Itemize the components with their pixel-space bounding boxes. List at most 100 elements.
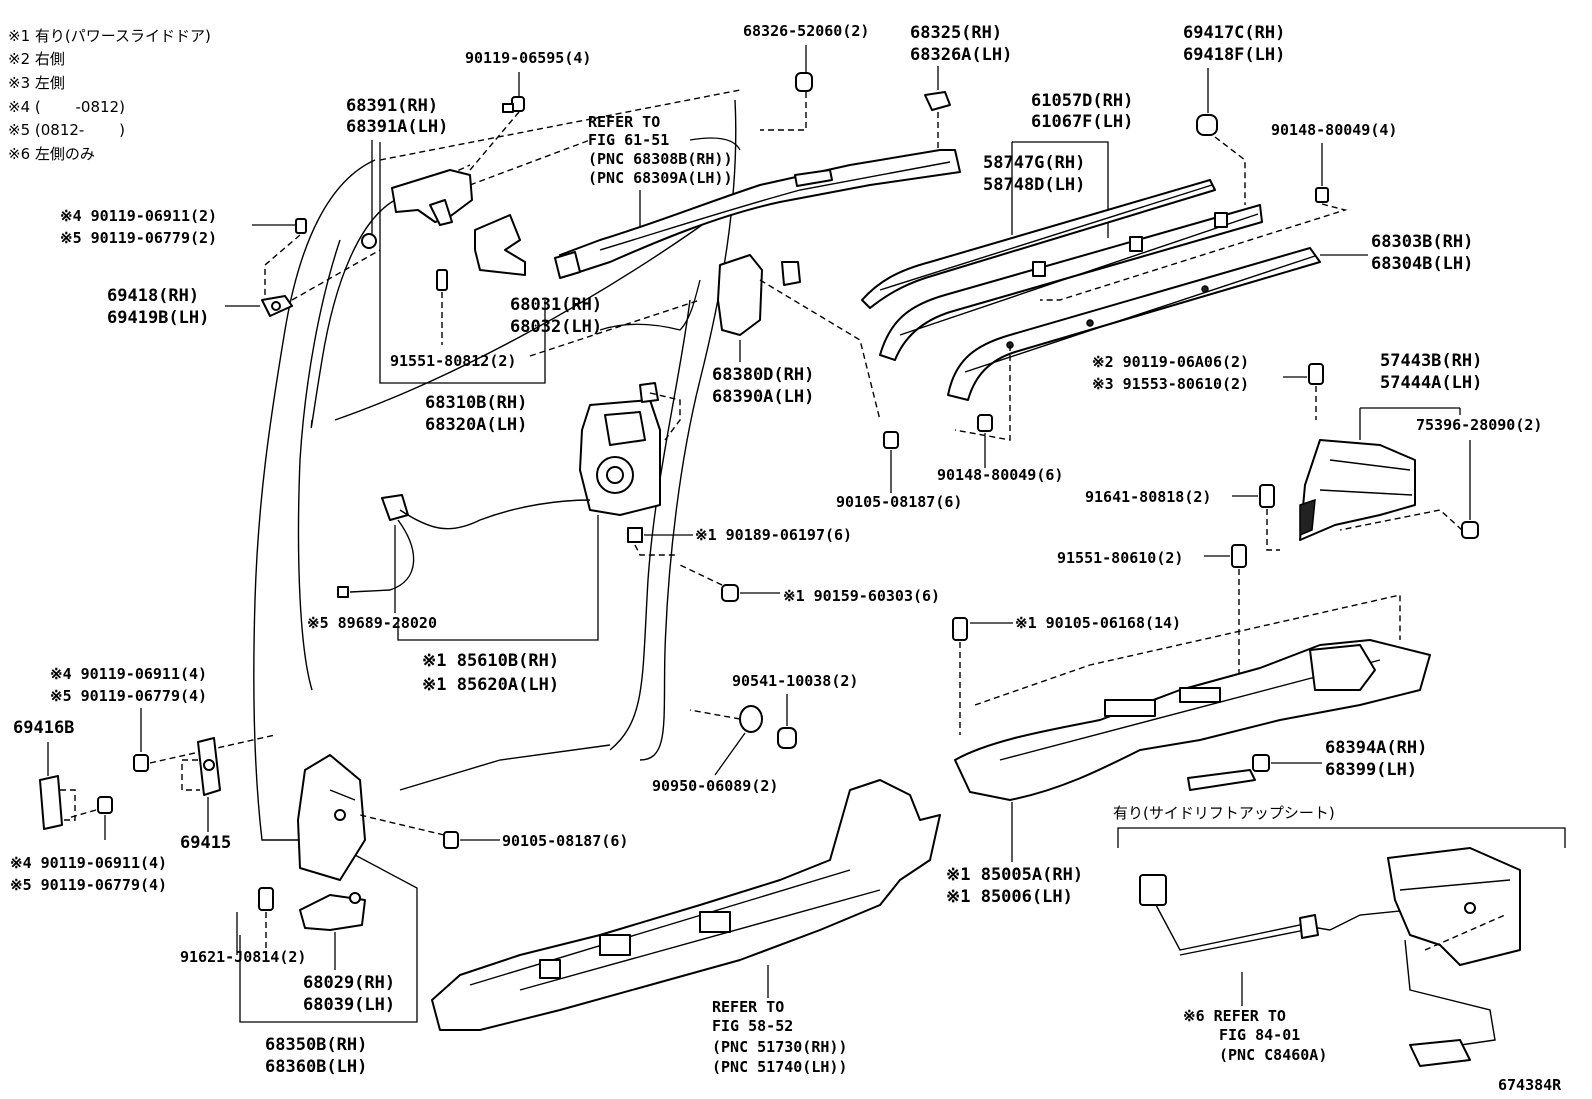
rail-61057d [879,204,1263,361]
label-90541: 90541-10038(2) [732,672,858,690]
label-91641: 91641-80818(2) [1085,488,1211,506]
bolt-90119-06a06 [1308,363,1324,385]
floor-panel-85005a [954,594,1431,801]
label-68326a: 68326A(LH) [910,45,1012,65]
label-68350b: 68350B(RH) [265,1035,367,1055]
label-75396: 75396-28090(2) [1416,416,1542,434]
seat-harness-assembly [1139,847,1521,1067]
bolt-90119-06911-mid [133,754,149,772]
label-69418: 69418(RH) [107,286,199,306]
label-68326-52060: 68326-52060(2) [743,22,869,40]
legend-notes: ※1 有り(パワースライドドア) ※2 右側 ※3 左側 ※4 ( -0812)… [8,27,211,163]
label-68031: 68031(RH) [510,295,602,315]
label-69417c: 69417C(RH) [1183,23,1285,43]
label-5-89689: ※5 89689-28020 [307,614,437,632]
nut-90159 [721,584,739,602]
door-outline [253,89,741,841]
label-68029: 68029(RH) [303,973,395,993]
bolt-91551-80610 [1231,544,1247,568]
label-1-85006: ※1 85006(LH) [946,887,1073,907]
bolt-90105-06168 [952,617,968,641]
label-58748d: 58748D(LH) [983,175,1085,195]
label-1-90159: ※1 90159-60303(6) [783,587,940,605]
label-91621: 91621-J0814(2) [180,948,306,966]
bolt-91551-80812 [436,269,448,291]
label-4-06911-low: ※4 90119-06911(4) [10,854,167,872]
roller-68326-52060 [795,72,813,92]
label-90148-80049-mid: 90148-80049(6) [937,466,1063,484]
label-90119-06595: 90119-06595(4) [465,49,591,67]
screw-90148-top [1315,187,1329,203]
weatherstrip-58747g [861,179,1216,309]
screw-90148-mid [977,414,993,432]
label-68394a: 68394A(RH) [1325,738,1427,758]
label-1-90105-06168: ※1 90105-06168(14) [1015,614,1181,632]
label-1-90189: ※1 90189-06197(6) [695,526,852,544]
bracket-68394a [1187,754,1270,791]
striker-69415 [181,737,221,796]
note-5: ※5 (0812- ) [8,121,125,139]
sensor-cable-89689 [337,494,591,598]
label-91551-80610: 91551-80610(2) [1057,549,1183,567]
label-seat-option: 有り(サイドリフトアップシート) [1113,804,1335,822]
label-refer84-1: ※6 REFER TO [1183,1007,1286,1025]
figure-id: 674384R [1498,1076,1562,1094]
label-68320a: 68320A(LH) [425,415,527,435]
label-90105-08187-low: 90105-08187(6) [502,832,628,850]
bracket-57443b [1299,439,1416,541]
bolt-90119-06911-low [97,796,113,814]
label-61057d: 61057D(RH) [1031,91,1133,111]
lower-rail-68303b [947,247,1321,401]
label-68391: 68391(RH) [346,96,438,116]
label-68325: 68325(RH) [910,23,1002,43]
label-refer58-1: REFER TO [712,998,784,1016]
label-68399: 68399(LH) [1325,760,1417,780]
label-57443b: 57443B(RH) [1380,351,1482,371]
label-refer61-1: REFER TO [588,113,660,131]
bracket-68029 [299,892,366,931]
label-68380d: 68380D(RH) [712,365,814,385]
label-4-06911-top: ※4 90119-06911(2) [60,207,217,225]
bolt-90119-06911-top [295,218,307,234]
bumper-69417c [1196,114,1218,136]
bolt-91621 [258,887,274,911]
label-90105-08187-mid: 90105-08187(6) [836,493,962,511]
label-69418f: 69418F(LH) [1183,45,1285,65]
bumper-69418 [261,295,293,317]
label-68360b: 68360B(LH) [265,1057,367,1077]
plate-69416b [39,775,76,830]
label-refer84-3: (PNC C8460A) [1219,1046,1327,1064]
label-57444a: 57444A(LH) [1380,373,1482,393]
upper-hinge-bracket [361,169,473,249]
label-refer61-2: FIG 61-51 [588,131,669,149]
label-68391a: 68391A(LH) [346,117,448,137]
label-61067f: 61067F(LH) [1031,112,1133,132]
lower-hinge-bracket [297,754,366,881]
bolt-90105-08187-low [443,831,459,849]
label-refer58-4: (PNC 51740(LH)) [712,1058,847,1076]
label-1-85610b: ※1 85610B(RH) [422,651,559,671]
label-68310b: 68310B(RH) [425,393,527,413]
clip-75396 [1461,521,1479,539]
rocker-panel [431,779,941,1031]
label-3-80610: ※3 91553-80610(2) [1092,375,1249,393]
label-5-06779-low: ※5 90119-06779(4) [10,876,167,894]
label-68032: 68032(LH) [510,317,602,337]
label-refer58-2: FIG 58-52 [712,1017,793,1035]
bracket-68031 [474,214,526,276]
label-58747g: 58747G(RH) [983,153,1085,173]
label-68390a: 68390A(LH) [712,387,814,407]
label-5-06779-mid: ※5 90119-06779(4) [50,687,207,705]
note-3: ※3 左側 [8,74,65,92]
note-4: ※4 ( -0812) [8,98,125,116]
label-68039: 68039(LH) [303,995,395,1015]
label-2-06a06: ※2 90119-06A06(2) [1092,353,1249,371]
stopper-68325 [924,91,951,111]
label-69415: 69415 [180,833,231,853]
label-refer84-2: FIG 84-01 [1219,1026,1300,1044]
label-69416b: 69416B [13,718,74,738]
note-1: ※1 有り(パワースライドドア) [8,27,211,45]
label-68303b: 68303B(RH) [1371,232,1473,252]
label-refer58-3: (PNC 51730(RH)) [712,1038,847,1056]
